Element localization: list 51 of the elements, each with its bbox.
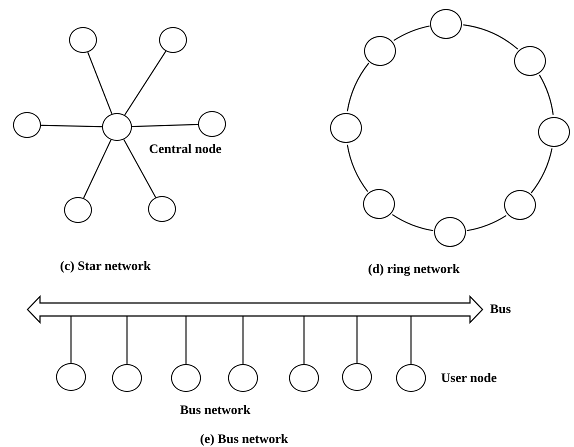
node-circle bbox=[342, 363, 372, 391]
node-circle bbox=[159, 27, 187, 53]
diagram-caption: (e) Bus network bbox=[200, 432, 288, 445]
connector-line bbox=[466, 215, 506, 232]
connector-line bbox=[185, 316, 187, 364]
node-circle bbox=[430, 9, 462, 40]
connector-line bbox=[356, 316, 358, 363]
node-caption: Central node bbox=[149, 142, 222, 155]
connector-line bbox=[346, 144, 368, 192]
node-circle bbox=[364, 36, 396, 66]
node-circle bbox=[69, 27, 97, 53]
connector-line bbox=[410, 316, 412, 364]
connector-line bbox=[463, 24, 518, 50]
connector-line bbox=[346, 62, 370, 112]
node-caption: Bus bbox=[490, 302, 511, 315]
connector-line bbox=[538, 74, 554, 115]
node-circle bbox=[514, 46, 546, 76]
connector-line bbox=[70, 316, 72, 363]
node-circle bbox=[504, 190, 536, 220]
node-circle bbox=[363, 189, 396, 220]
node-circle bbox=[171, 364, 201, 392]
connector-line bbox=[126, 316, 128, 364]
connector-line bbox=[83, 140, 112, 198]
node-circle bbox=[330, 113, 362, 143]
node-circle bbox=[148, 196, 176, 222]
diagram-caption: (c) Star network bbox=[60, 259, 151, 272]
node-caption: User node bbox=[441, 371, 497, 384]
node-circle bbox=[112, 364, 142, 392]
connector-line bbox=[303, 316, 305, 364]
node-circle bbox=[289, 364, 319, 392]
node-circle bbox=[228, 364, 258, 392]
connector-line bbox=[124, 50, 166, 116]
connector-line bbox=[132, 124, 198, 128]
connector-line bbox=[87, 52, 112, 114]
connector-line bbox=[394, 25, 430, 41]
node-circle bbox=[538, 116, 570, 147]
connector-line bbox=[392, 214, 434, 232]
connector-line bbox=[123, 139, 156, 198]
node-circle bbox=[198, 111, 226, 137]
bus-arrow bbox=[27, 296, 483, 323]
node-circle bbox=[13, 112, 41, 138]
diagram-caption: Bus network bbox=[180, 403, 250, 416]
connector-line bbox=[242, 316, 244, 364]
diagram-caption: (d) ring network bbox=[368, 262, 460, 275]
node-circle bbox=[56, 363, 86, 391]
node-circle bbox=[434, 217, 466, 247]
node-circle bbox=[64, 197, 92, 223]
connector-line bbox=[40, 124, 102, 128]
connector-line bbox=[530, 148, 553, 194]
node-circle bbox=[102, 113, 132, 141]
node-circle bbox=[396, 364, 426, 392]
